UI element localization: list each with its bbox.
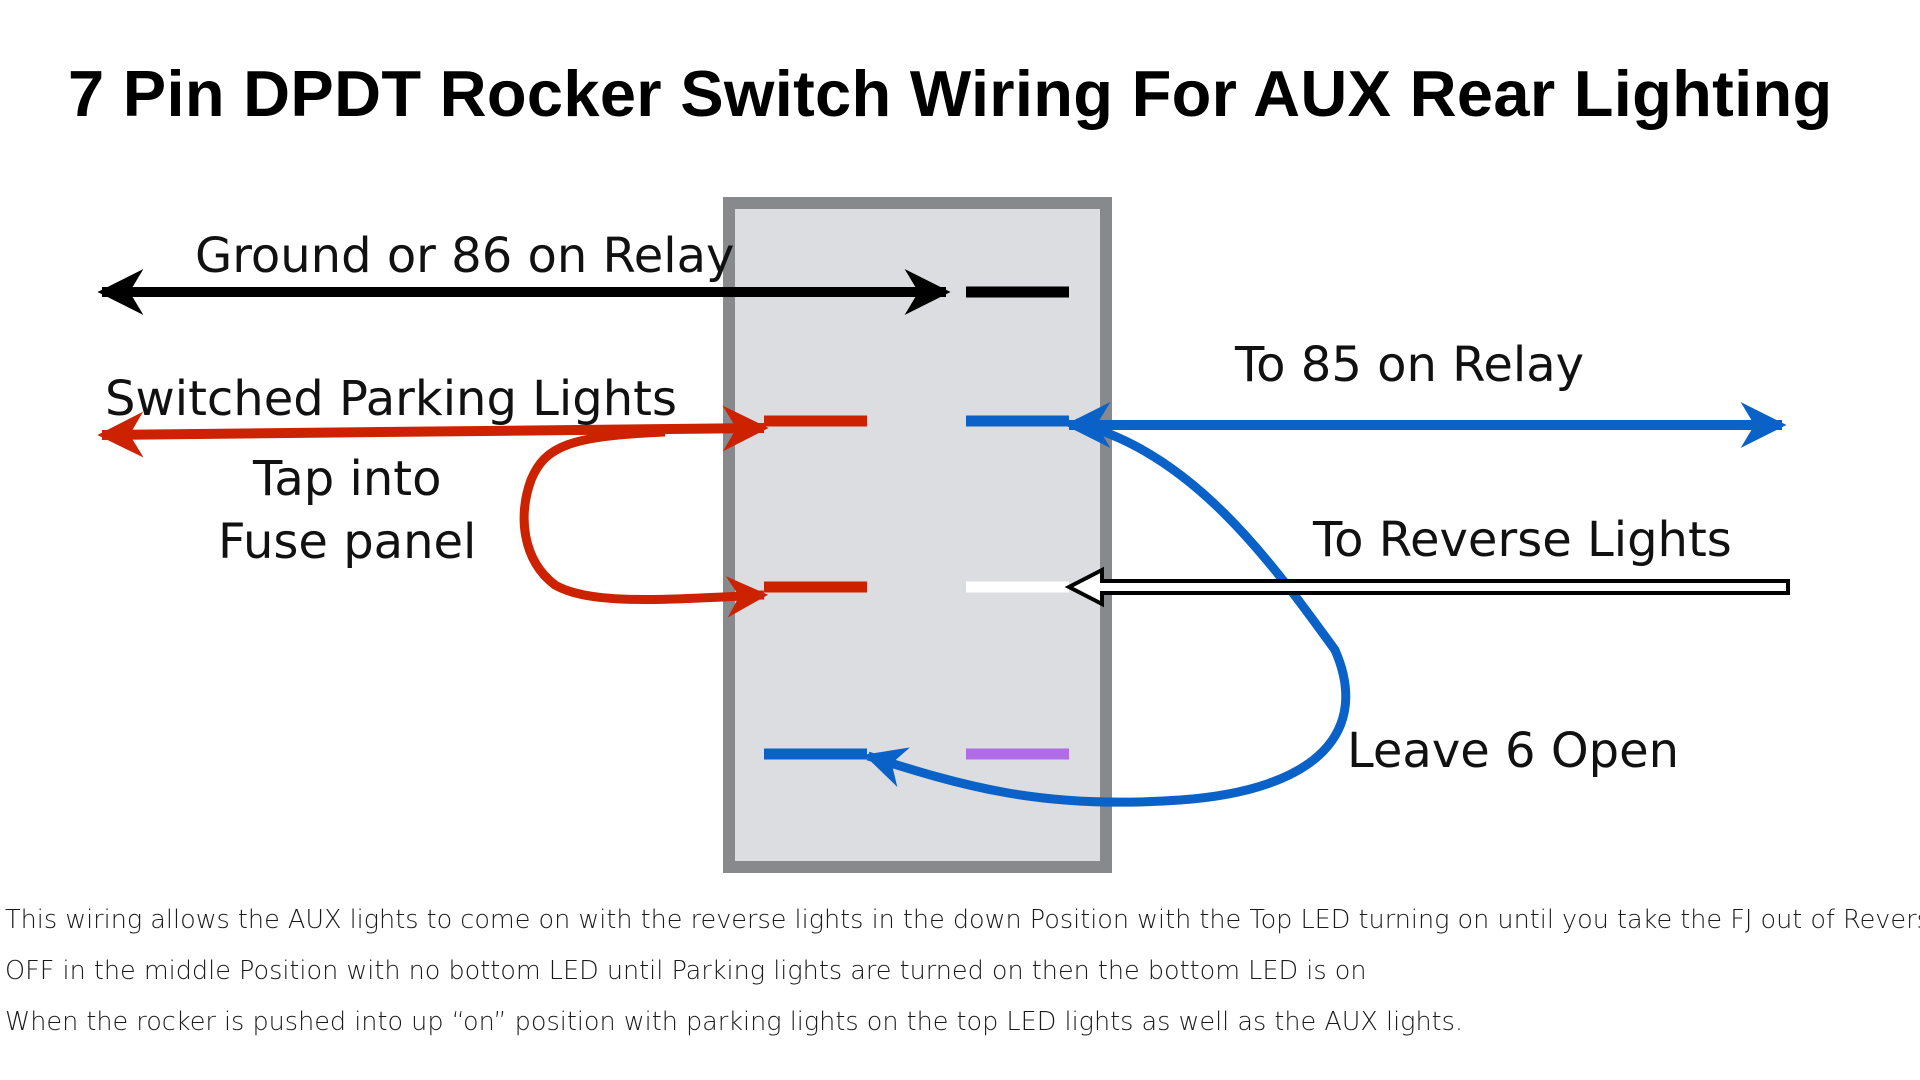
note-line-2: OFF in the middle Position with no botto… (5, 956, 1367, 986)
label-parking: Switched Parking Lights (105, 371, 677, 427)
page-title: 7 Pin DPDT Rocker Switch Wiring For AUX … (68, 57, 1833, 130)
label-ground: Ground or 86 on Relay (195, 228, 734, 284)
label-tap-line1: Tap into (252, 451, 441, 507)
label-reverse: To Reverse Lights (1312, 512, 1732, 568)
label-tap-line2: Fuse panel (218, 514, 476, 570)
led-jumper-loop (864, 418, 1351, 807)
reverse-wire (1064, 566, 1790, 608)
note-line-1: This wiring allows the AUX lights to com… (5, 905, 1920, 935)
label-relay-85: To 85 on Relay (1234, 337, 1584, 393)
label-leave-6: Leave 6 Open (1347, 723, 1679, 779)
parking-jumper-loop (519, 427, 769, 618)
notes-block: This wiring allows the AUX lights to com… (5, 902, 1920, 1055)
note-line-3: When the rocker is pushed into up “on” p… (5, 1007, 1464, 1037)
